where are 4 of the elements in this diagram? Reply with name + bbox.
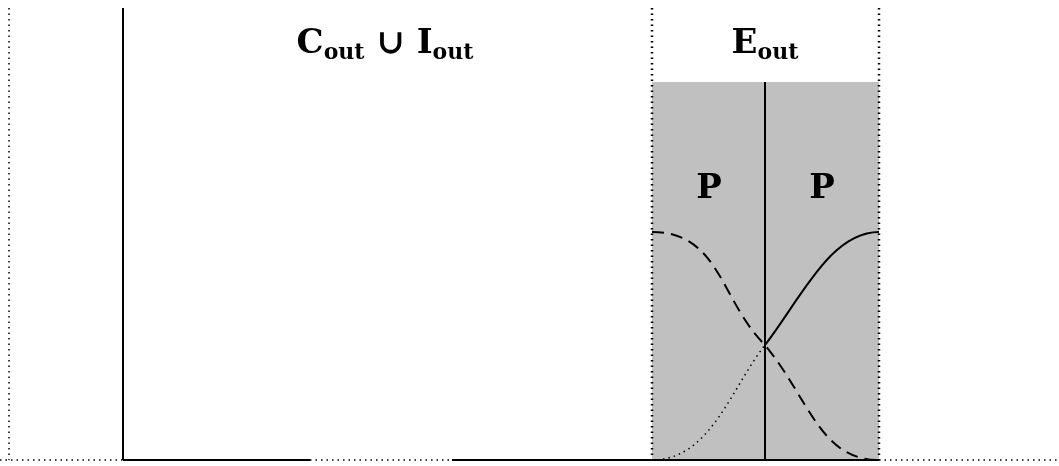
set-label: C$_{out}$ ∪ I$_{out}$ [296,20,474,64]
set-label: E$_{out}$ [731,20,799,64]
region-label: P [809,166,835,206]
region-label: P [696,166,722,206]
